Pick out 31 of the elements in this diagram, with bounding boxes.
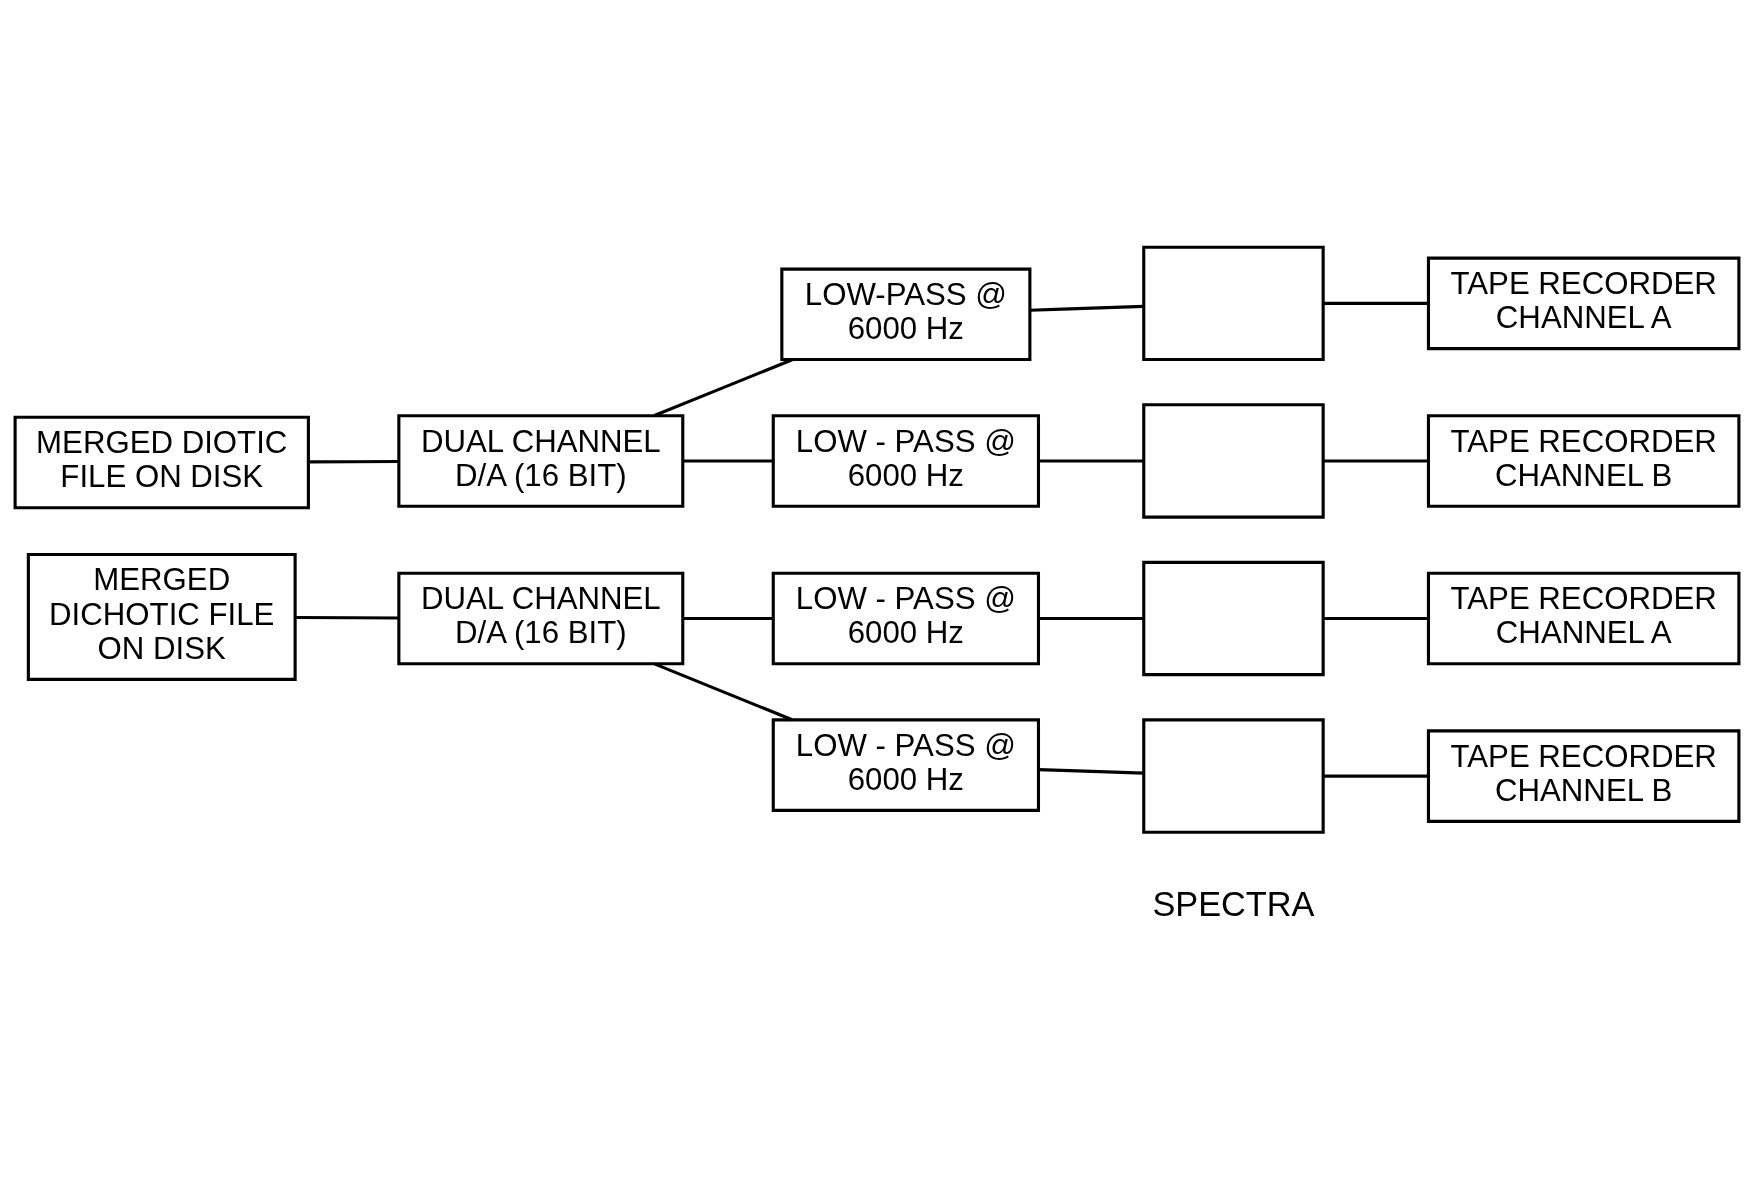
node-box: TAPE RECORDER CHANNEL B <box>1426 414 1741 508</box>
connector <box>1323 301 1429 305</box>
connector <box>1323 616 1429 621</box>
node-box: LOW-PASS @ 6000 Hz <box>780 267 1032 362</box>
connector <box>295 615 399 620</box>
connector <box>653 358 793 417</box>
node-box: MERGED DIOTIC FILE ON DISK <box>13 415 310 510</box>
label: SPECTRA <box>1152 884 1315 923</box>
connector <box>1030 304 1144 312</box>
node-box <box>1142 245 1325 362</box>
node-box <box>1142 560 1325 677</box>
connector <box>1038 459 1144 463</box>
node-box: LOW - PASS @ 6000 Hz <box>771 571 1040 666</box>
connector <box>308 460 399 464</box>
connector <box>1323 774 1429 778</box>
connector <box>682 459 773 463</box>
node-box: DUAL CHANNEL D/A (16 BIT) <box>397 571 685 666</box>
node-box: TAPE RECORDER CHANNEL B <box>1426 729 1741 823</box>
node-box <box>1142 403 1325 519</box>
node-box: MERGED DICHOTIC FILE ON DISK <box>26 553 297 681</box>
connector <box>1038 616 1144 621</box>
node-box: LOW - PASS @ 6000 Hz <box>771 414 1040 508</box>
connector <box>682 616 773 621</box>
node-box: DUAL CHANNEL D/A (16 BIT) <box>397 414 685 508</box>
node-box: LOW - PASS @ 6000 Hz <box>771 718 1040 812</box>
node-box: TAPE RECORDER CHANNEL A <box>1426 256 1741 351</box>
connector <box>653 662 793 722</box>
connector <box>1038 768 1144 775</box>
connector <box>1323 459 1429 463</box>
node-box <box>1142 718 1325 834</box>
node-box: TAPE RECORDER CHANNEL A <box>1426 571 1741 666</box>
